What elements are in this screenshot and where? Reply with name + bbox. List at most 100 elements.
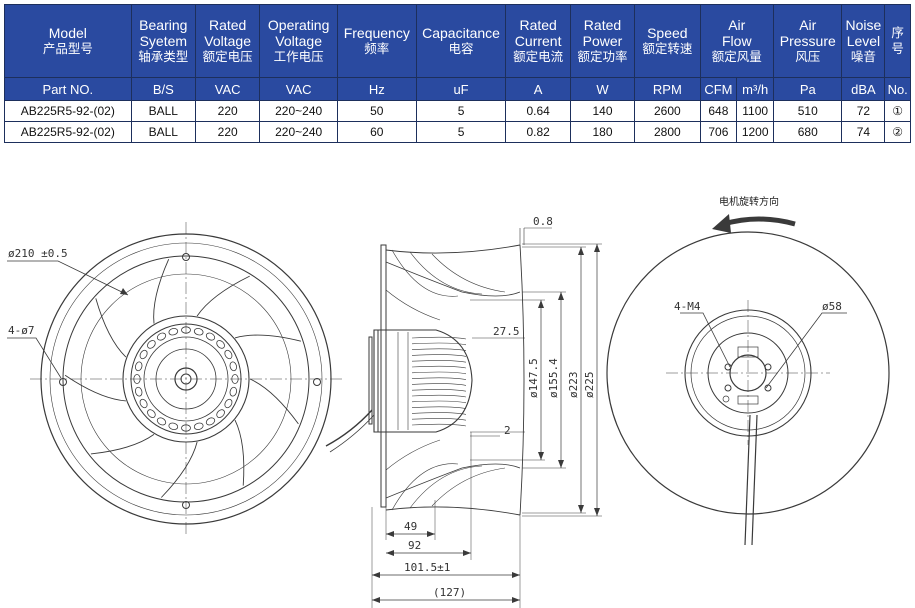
table-cell: 5 <box>415 100 507 122</box>
motor-fins <box>411 336 467 427</box>
rotor-slot <box>168 422 179 431</box>
table-cell: 2800 <box>634 121 701 143</box>
unit-cell: A <box>505 77 571 101</box>
fin-line <box>411 383 467 386</box>
dim-223: ø223 <box>567 372 580 399</box>
rotor-slot <box>205 332 216 341</box>
fin-line <box>411 371 467 375</box>
header-en-line: Rated <box>519 17 557 33</box>
impeller-blades <box>64 259 302 498</box>
unit-cell: RPM <box>634 77 701 101</box>
header-en-line: Bearing <box>139 17 188 33</box>
fin-line <box>411 412 467 415</box>
unit-cell: W <box>569 77 636 101</box>
table-cell: 140 <box>569 100 636 122</box>
blade <box>64 374 126 402</box>
m4-label: 4-M4 <box>674 300 701 313</box>
fin-line <box>411 389 467 392</box>
d58-label: ø58 <box>822 300 842 313</box>
table-cell: 648 <box>699 100 738 122</box>
header-en-line: Voltage <box>204 33 252 49</box>
table-cell: ① <box>884 100 911 122</box>
header-en-line: Model <box>48 25 87 41</box>
fin-line <box>411 360 467 363</box>
rotor-slot <box>229 386 238 397</box>
table-cell: 5 <box>415 121 507 143</box>
rotor-slot <box>147 340 156 349</box>
header-en-line: Flow <box>722 33 752 49</box>
header-cell: 序号 <box>884 4 911 78</box>
blade <box>90 434 155 455</box>
unit-cell: B/S <box>130 77 196 101</box>
header-en-line: Air <box>799 17 817 33</box>
header-zh-line: 工作电压 <box>273 50 324 64</box>
unit-cell: CFM <box>699 77 738 101</box>
dim-27-5: 27.5 <box>493 325 520 338</box>
rotation-arrow-icon <box>712 214 731 233</box>
rotor-slot <box>134 386 143 397</box>
rotor-slot <box>224 349 233 360</box>
unit-cell: uF <box>415 77 507 101</box>
header-zh-line: 额定电流 <box>513 50 564 64</box>
header-zh-line: 序号 <box>891 26 904 56</box>
header-en-line: Rated <box>208 17 247 33</box>
blade <box>153 259 170 324</box>
header-zh-line: 额定电压 <box>202 50 253 64</box>
rotor-slot <box>216 340 225 349</box>
table-cell: 220 <box>194 121 261 143</box>
front-view <box>7 222 342 536</box>
table-cell: 0.82 <box>505 121 571 143</box>
rotor-slot <box>156 332 167 341</box>
header-zh-line: 风压 <box>795 50 821 64</box>
blade <box>160 441 198 498</box>
header-en-line: Level <box>846 33 881 49</box>
unit-cell: Hz <box>336 77 417 101</box>
side-view <box>325 227 602 608</box>
fin-line <box>411 418 467 421</box>
table-cell: ② <box>884 121 911 143</box>
dim-49: 49 <box>404 520 417 533</box>
header-en-line: Air <box>728 17 746 33</box>
rotor-slot <box>139 349 148 360</box>
fin-line <box>411 423 467 427</box>
fin-line <box>411 336 467 340</box>
rotor-slot <box>229 361 238 372</box>
rotor-slot <box>216 409 225 418</box>
header-zh-line: 电容 <box>448 42 474 56</box>
back-view <box>606 216 890 546</box>
header-zh-line: 噪音 <box>850 50 876 64</box>
fin-line <box>411 342 467 346</box>
diameter-label: ø210 ±0.5 <box>8 247 68 260</box>
unit-cell: Pa <box>773 77 843 101</box>
table-cell: 220 <box>194 100 261 122</box>
fin-line <box>411 400 467 404</box>
fin-line <box>411 348 467 351</box>
table-cell: 60 <box>336 121 417 143</box>
rotor-slot <box>168 327 179 336</box>
header-zh-line: 轴承类型 <box>138 50 189 64</box>
blade <box>95 298 127 358</box>
table-cell: BALL <box>130 100 196 122</box>
table-cell: 72 <box>841 100 886 122</box>
mounting-holes <box>59 253 321 509</box>
dim-225: ø225 <box>583 372 596 399</box>
table-cell: 2600 <box>634 100 701 122</box>
rotor-slot <box>193 327 204 336</box>
table-cell: 680 <box>773 121 843 143</box>
fin-line <box>411 377 467 380</box>
dim-155-4: ø155.4 <box>547 358 560 398</box>
